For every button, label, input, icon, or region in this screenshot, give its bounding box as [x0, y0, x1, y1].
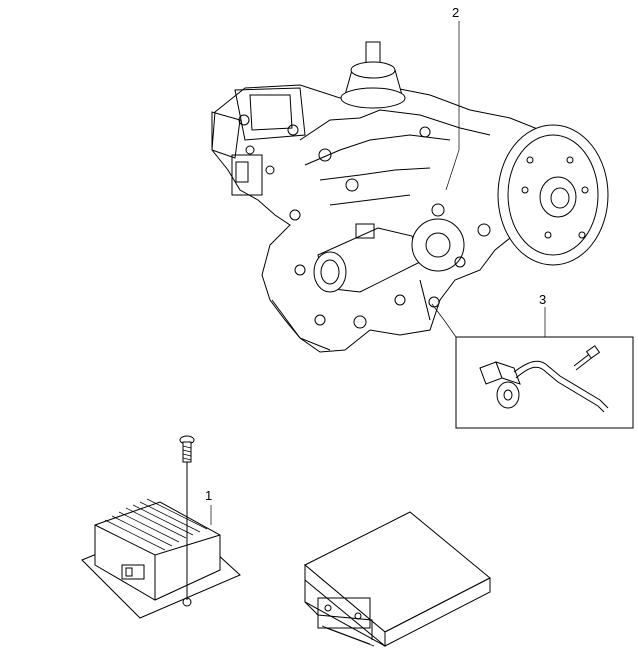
- callout-3-pointer: [431, 303, 457, 338]
- callout-2-label: 2: [452, 5, 459, 20]
- sensor-detail: [455, 336, 634, 429]
- mounting-bolt: [179, 435, 195, 600]
- callout-3-label: 3: [539, 292, 546, 307]
- callout-1-label: 1: [205, 488, 212, 503]
- control-module: [81, 498, 241, 619]
- transmission-assembly: [211, 41, 609, 353]
- detail-box: [455, 336, 634, 429]
- callout-2-leader: [445, 21, 460, 191]
- control-unit-box: [304, 511, 491, 648]
